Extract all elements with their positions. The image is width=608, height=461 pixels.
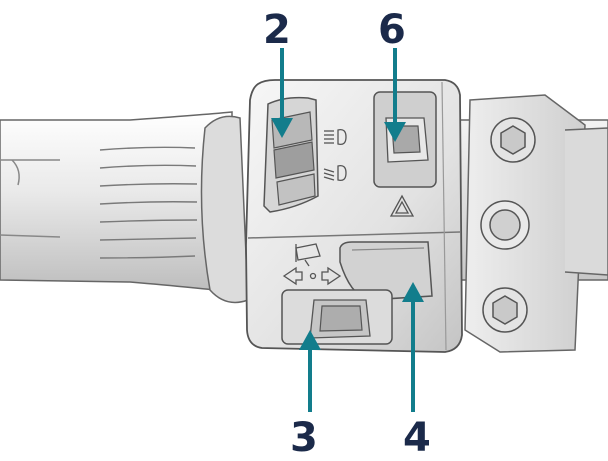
callout-arrow-2 xyxy=(271,48,293,138)
headlight-dimmer-switch xyxy=(263,96,319,213)
callout-arrow-3 xyxy=(299,330,321,412)
clamp-pin xyxy=(480,200,530,250)
clamp-bolt-top xyxy=(490,117,536,163)
turn-signal-center-mark xyxy=(309,272,317,280)
horn-icon xyxy=(295,243,321,267)
callout-arrow-6 xyxy=(384,48,406,142)
turn-signal-left-icon xyxy=(282,266,303,286)
callout-arrow-4 xyxy=(402,282,424,412)
callout-number-4: 4 xyxy=(403,415,431,461)
high-beam-icon xyxy=(324,129,347,145)
handlebar-grip xyxy=(0,111,249,304)
hazard-warning-icon xyxy=(389,194,415,217)
horn-button xyxy=(339,241,433,301)
hazard-switch xyxy=(373,91,437,188)
callout-number-6: 6 xyxy=(378,7,406,53)
clamp-bolt-bottom xyxy=(482,287,528,333)
turn-signal-right-icon xyxy=(321,266,342,286)
callout-number-2: 2 xyxy=(263,7,291,53)
turn-signal-switch xyxy=(281,289,393,345)
handlebar-clamp xyxy=(454,94,608,353)
callout-number-3: 3 xyxy=(290,415,318,461)
low-beam-icon xyxy=(323,165,347,181)
